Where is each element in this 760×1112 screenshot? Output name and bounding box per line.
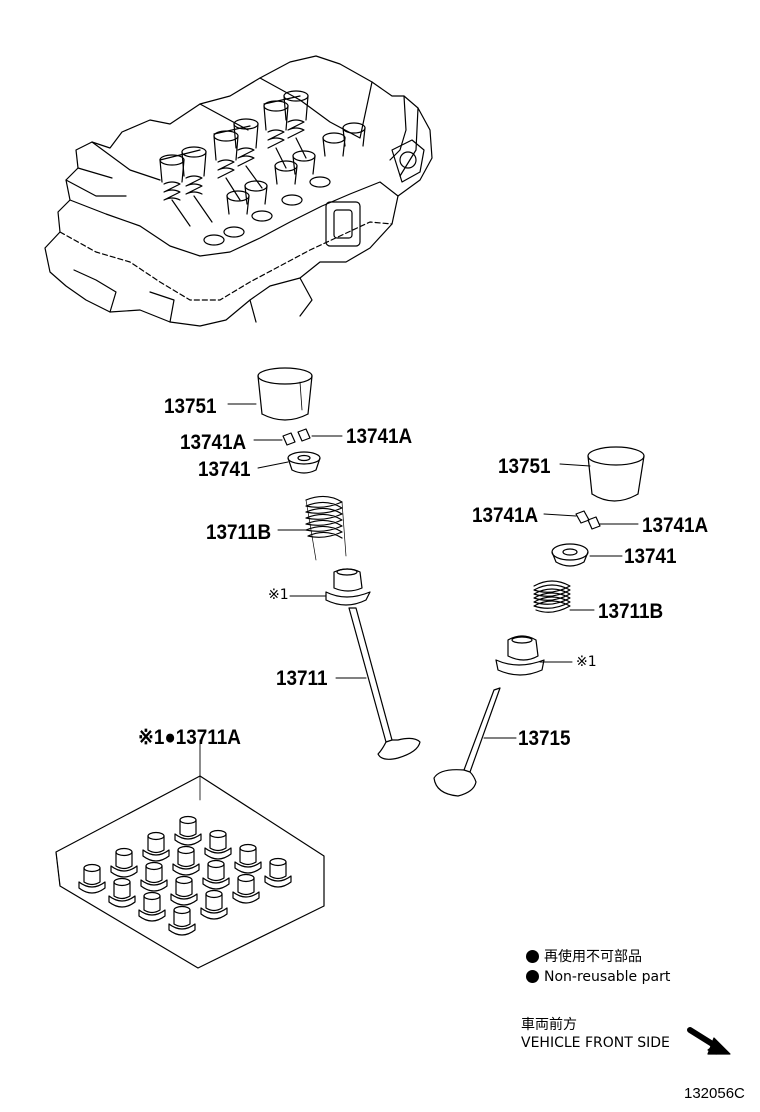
seal-in-set (138, 891, 166, 922)
label-13741a-right-b[interactable]: 13741A (642, 514, 709, 537)
label-13711[interactable]: 13711 (276, 667, 328, 690)
label-13751-left[interactable]: 13751 (164, 395, 217, 418)
label-seal-mark-left: ※1 (268, 587, 289, 603)
direction-arrow-icon (687, 1027, 731, 1055)
legend-jp: 再使用不可部品 (526, 950, 642, 964)
non-reusable-dot-icon (526, 950, 539, 963)
label-13741-right[interactable]: 13741 (624, 545, 677, 568)
seal-in-set (264, 857, 292, 888)
seal-in-set (172, 845, 200, 876)
seal-in-set (142, 831, 170, 862)
label-13711a-seal-set[interactable]: ※1●13711A (138, 726, 241, 749)
direction-jp: 車両前方 (521, 1017, 577, 1033)
valve-keeper-left (282, 428, 311, 446)
exhaust-valve (433, 687, 501, 797)
left-valve-train (257, 367, 421, 760)
legend-jp-text: 再使用不可部品 (544, 949, 642, 965)
stem-seal-left (325, 568, 371, 606)
seal-in-set (232, 873, 260, 904)
label-13711b-left[interactable]: 13711B (206, 521, 272, 544)
seal-in-set (204, 829, 232, 860)
legend-en: Non-reusable part (526, 970, 670, 984)
seal-in-set (110, 847, 138, 878)
seal-in-set (108, 877, 136, 908)
stem-seal-set (55, 739, 325, 969)
valve-lifter-left (257, 367, 313, 421)
diagram-code: 132056C (684, 1085, 745, 1102)
label-seal-mark-right: ※1 (576, 654, 597, 670)
seal-in-set (200, 889, 228, 920)
seal-in-set (78, 863, 106, 894)
head-valve-row (159, 90, 366, 246)
label-13751-right[interactable]: 13751 (498, 455, 551, 478)
valve-spring-right (533, 580, 571, 613)
label-13711b-right[interactable]: 13711B (598, 600, 664, 623)
leader-lines (227, 403, 639, 739)
cylinder-head-illustration (44, 55, 433, 327)
seal-in-set (174, 815, 202, 846)
seal-in-set (170, 875, 198, 906)
seal-in-set (140, 861, 168, 892)
direction-en: VEHICLE FRONT SIDE (521, 1035, 670, 1051)
spring-retainer-right (551, 543, 589, 567)
seal-in-set (234, 843, 262, 874)
label-13715[interactable]: 13715 (518, 727, 571, 750)
seal-in-set (168, 905, 196, 936)
label-13741a-left-b[interactable]: 13741A (346, 425, 413, 448)
legend-en-text: Non-reusable part (544, 969, 671, 985)
label-13741a-right-a[interactable]: 13741A (472, 504, 539, 527)
seal-in-set (202, 859, 230, 890)
right-valve-train (433, 446, 645, 797)
non-reusable-dot-icon (526, 970, 539, 983)
label-13741-left[interactable]: 13741 (198, 458, 251, 481)
valve-keeper-right (575, 510, 601, 530)
label-13741a-left-a[interactable]: 13741A (180, 431, 247, 454)
intake-valve (348, 607, 421, 760)
spring-retainer-left (287, 451, 321, 474)
stem-seal-right (495, 635, 545, 676)
valve-lifter-right (587, 446, 645, 502)
valve-spring-left (305, 495, 347, 561)
